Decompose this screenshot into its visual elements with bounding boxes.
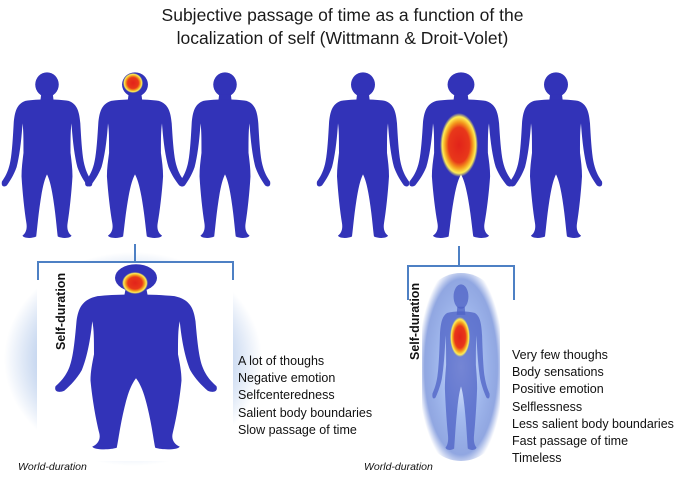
self-duration-label-left: Self-duration [54, 272, 68, 350]
bracket-right [407, 246, 515, 300]
body-figure-top-3 [179, 72, 271, 238]
bracket-left [37, 244, 234, 280]
list-item: Negative emotion [238, 371, 336, 386]
right-characteristics-list: Very few thoughs Body sensations Positiv… [512, 347, 674, 467]
torso-hotspot-top [440, 113, 478, 177]
list-item: Very few thoughs [512, 348, 608, 362]
list-item: Body sensations [512, 365, 604, 380]
torso-hotspot-large [450, 317, 470, 357]
title-line-1: Subjective passage of time as a function… [161, 5, 524, 25]
list-item: Timeless [512, 451, 562, 466]
list-item: Positive emotion [512, 382, 604, 397]
list-item: Selflessness [512, 399, 583, 414]
list-item: Salient body boundaries [238, 405, 373, 420]
list-item: A lot of thoughs [238, 354, 325, 368]
left-characteristics-list: A lot of thoughs Negative emotion Selfce… [238, 353, 372, 439]
list-item: Slow passage of time [238, 422, 357, 437]
title-line-2: localization of self (Wittmann & Droit-V… [176, 28, 509, 48]
figure-title: Subjective passage of time as a function… [0, 4, 685, 50]
body-figure-top-6 [509, 72, 603, 238]
world-duration-label-right: World-duration [364, 461, 433, 473]
body-figure-top-2 [85, 72, 185, 238]
list-item: Less salient body boundaries [512, 416, 674, 431]
list-item: Selfcenteredness [238, 388, 335, 403]
list-item: Fast passage of time [512, 434, 629, 449]
self-duration-label-right: Self-duration [408, 282, 422, 360]
head-hotspot-top [123, 73, 143, 93]
head-hotspot-large [122, 272, 148, 294]
world-duration-label-left: World-duration [18, 461, 87, 473]
body-figure-top-4 [316, 72, 410, 238]
body-figure-top-1 [1, 72, 93, 238]
